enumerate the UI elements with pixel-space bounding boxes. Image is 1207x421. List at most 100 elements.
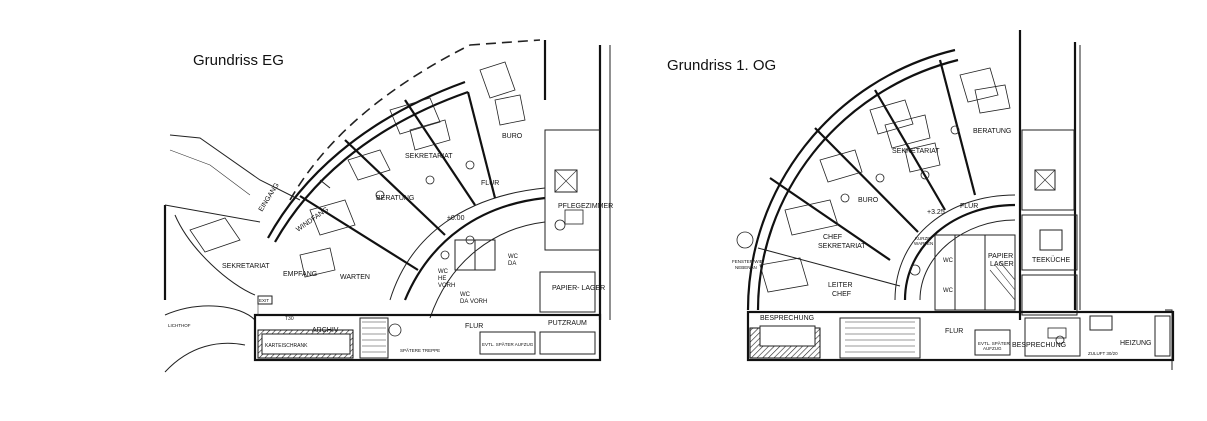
lichthof-arc [164,342,246,373]
label-archiv: ARCHIV [312,327,339,334]
label-eingang: EINGANG [258,182,281,213]
facade-outer-og [746,48,956,311]
label-buro-og: BURO [858,197,879,204]
plan-og: BERATUNG SEKRETARIAT BURO FLUR +3.25 CHE… [732,30,1175,370]
label-empfang: EMPFANG [283,271,317,278]
label-warten: WARTEN [340,274,370,281]
stair-box-x2 [554,169,578,193]
radial-short [319,179,331,189]
radial-og-4 [938,59,977,196]
label-sekretariat-og: SEKRETARIAT [892,148,940,155]
label-level-og: +3.25 [927,209,945,216]
og-stair-box-x2 [1034,169,1056,191]
plan-eg: EINGANG WINDFANG SEKRETARIAT EMPFANG WAR… [163,39,613,373]
label-da-eg: DA [460,299,468,305]
corridor-curve-eg-3 [429,221,546,319]
core-curve-og [903,203,1016,301]
label-he-eg: HE [438,276,446,282]
radial-wall-1 [299,195,419,271]
label-zuluft: ZULUFT 30/20 [1088,351,1118,356]
facade-inner-og [756,58,959,311]
stair-block-eg [359,317,389,359]
besprechung-table [759,325,816,347]
roof-overhang-eg [289,44,471,201]
facade-inner-eg [274,90,469,243]
label-heizung: HEIZUNG [1120,340,1152,347]
terrain-line [169,134,301,201]
label-aufzug-eg: EVTL. SPÄTER AUFZUG [482,341,534,347]
core-curve-og-3 [919,219,1016,301]
aufzug-box-eg [479,331,536,355]
plan-title-og: Grundriss 1. OG [667,57,777,74]
og-stair-box [1034,169,1056,191]
label-exit: EXIT [259,298,269,303]
papierlager-room [539,271,596,313]
label-t30: T30 [285,316,294,322]
label-buro-eg: BURO [502,133,523,140]
label-teekuche: TEEKÜCHE [1032,256,1070,264]
label-wc1-eg: WC [438,269,449,275]
radial-og-3 [874,89,946,211]
label-flur-og: FLUR [960,203,978,210]
facade-outer-eg [267,80,466,239]
label-sekretariat-eg: SEKRETARIAT [222,263,270,270]
og-right-room [1021,129,1075,211]
label-pflegezimmer: PFLEGEZIMMER [558,203,613,210]
plan-title-eg: Grundriss EG [193,52,284,69]
corridor-curve-eg [403,196,546,301]
lichthof-curve [164,305,256,321]
exit-box [257,295,273,305]
label-wc3-eg: WC [508,254,519,260]
label-flur-eg: FLUR [481,180,499,187]
bottom-strip-og [746,310,1175,362]
heizung-box [1089,315,1113,331]
label-beratung-eg: BERATUNG [376,195,414,202]
radial-wall-3 [404,99,476,206]
core-box-og [934,234,1016,311]
corridor-curve-eg-2 [389,187,546,301]
roof-overhang-eg-2 [469,39,541,46]
aufzug-box-eg-2 [539,331,596,355]
label-papierlager-eg: PAPIER- LAGER [552,285,605,292]
label-besprechung2-og: BESPRECHUNG [1012,342,1066,349]
og-lower-right-room [1021,274,1078,316]
label-lichthof: LICHTHOF [168,323,191,328]
wall-sekretariat-top [164,204,261,223]
label-wc2-eg: WC [460,292,471,298]
terrain-line-2 [169,149,251,196]
label-vorh2-eg: VORH [470,299,487,305]
radial-wall-4 [466,91,497,199]
bottom-strip-eg [253,313,602,362]
furniture-og [736,67,1067,345]
label-spaetere-treppe: SPÄTERE TREPPE [400,347,440,353]
label-beratung-og: BERATUNG [973,128,1011,135]
label-vorh-eg: VORH [438,283,455,289]
teekuche-room [1021,214,1078,271]
stair-treads-og [845,321,915,353]
stair-treads-eg [362,321,386,353]
label-level-eg: ±0.00 [447,215,465,222]
radial-og-5 [757,247,901,287]
label-wc2-og: WC [943,288,954,294]
heizung-right [1154,315,1171,357]
stair-lines-og [989,261,1016,301]
label-windfang: WINDFANG [295,206,330,233]
karteischrank-box [261,333,351,355]
label-flur2-eg: FLUR [465,323,483,330]
label-besprechung-og: BESPRECHUNG [760,315,814,322]
pflegezimmer-room [544,129,601,251]
teekuche-table [1039,229,1063,251]
stair-box [554,169,578,193]
sekretariat-curve [174,214,256,296]
label-karteischrank: KARTEISCHRANK [265,343,308,349]
besprechung2-room [1024,317,1081,357]
aufzug-box-og [974,329,1011,356]
